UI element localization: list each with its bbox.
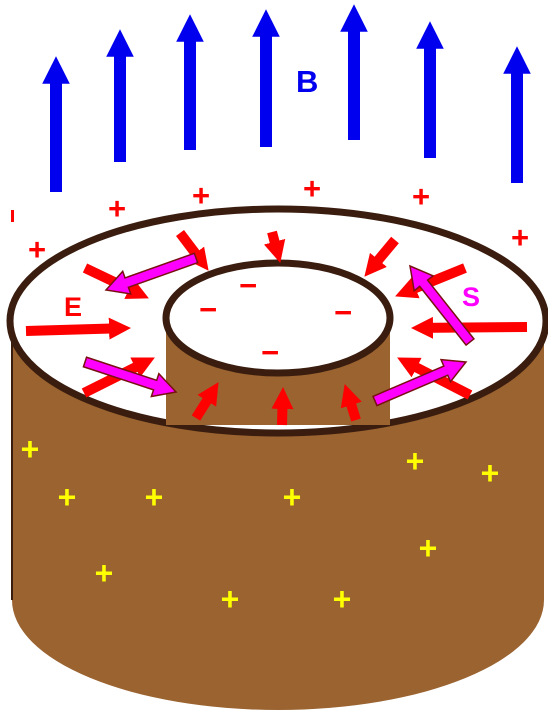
electric-field-arrow — [422, 327, 527, 328]
electric-field-label: E — [64, 292, 82, 322]
positive-charge: + — [412, 179, 430, 214]
negative-charge: − — [334, 295, 352, 330]
body-positive-charge: + — [481, 455, 500, 491]
edge-mark — [11, 210, 14, 222]
poynting-label: S — [462, 282, 480, 312]
body-positive-charge: + — [406, 443, 425, 479]
positive-charge: + — [108, 191, 126, 226]
body-positive-charge: + — [333, 581, 352, 617]
body-positive-charge: + — [221, 581, 240, 617]
negative-charge: − — [239, 268, 257, 303]
body-positive-charge: + — [95, 555, 114, 591]
body-positive-charge: + — [58, 479, 77, 515]
body-positive-charge: + — [283, 479, 302, 515]
body-positive-charge: + — [145, 479, 164, 515]
positive-charge: + — [192, 178, 210, 213]
positive-charge: + — [303, 171, 321, 206]
electric-field-arrow — [26, 328, 120, 331]
electric-field-arrow — [282, 398, 283, 425]
positive-charge: + — [28, 232, 46, 267]
negative-charge: − — [261, 335, 279, 370]
magnetic-field-arrows — [56, 18, 517, 192]
negative-charge: − — [199, 292, 217, 327]
body-positive-charge: + — [419, 530, 438, 566]
magnetic-field-label: B — [296, 64, 318, 99]
positive-charge: + — [511, 220, 529, 255]
body-positive-charge: + — [21, 431, 40, 467]
electric-field-arrow — [272, 232, 277, 252]
